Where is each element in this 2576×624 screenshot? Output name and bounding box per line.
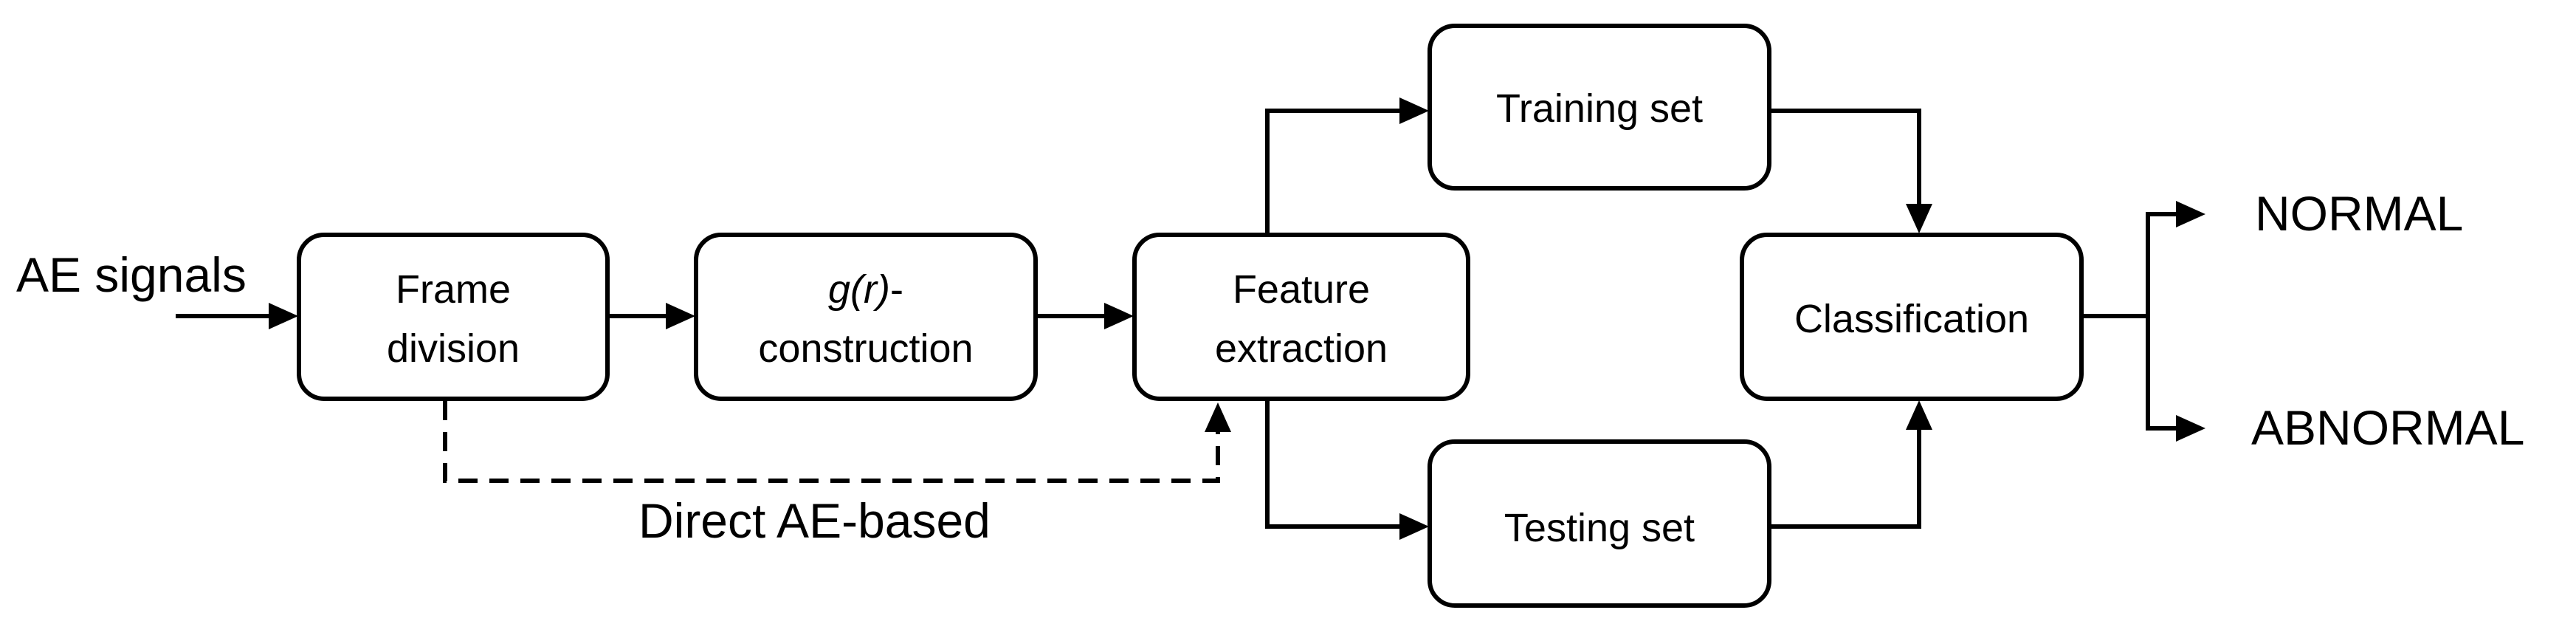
gr-construction-box: g(r)- construction — [694, 233, 1038, 401]
testing-set-box: Testing set — [1428, 439, 1771, 608]
output-fork — [2084, 201, 2205, 442]
classification-label: Classification — [1794, 297, 2029, 341]
classification-box: Classification — [1740, 233, 2084, 401]
testing-set-label: Testing set — [1504, 506, 1695, 550]
training-set-label: Training set — [1496, 86, 1703, 131]
bypass-dashed-arrow — [443, 401, 1231, 483]
arrow-feature-to-testing — [1265, 400, 1429, 540]
training-set-box: Training set — [1428, 24, 1771, 191]
input-arrow — [176, 303, 298, 329]
output-abnormal-label: ABNORMAL — [2251, 400, 2524, 455]
feature-extraction-line2: extraction — [1215, 326, 1388, 371]
arrow-gr-to-feature — [1038, 303, 1134, 329]
bypass-label: Direct AE-based — [638, 493, 991, 548]
input-label: AE signals — [16, 247, 247, 302]
feature-extraction-box: Feature extraction — [1132, 233, 1470, 401]
feature-extraction-line1: Feature — [1233, 267, 1370, 312]
frame-division-line1: Frame — [396, 267, 511, 312]
frame-division-line2: division — [387, 326, 520, 371]
arrow-training-to-classification — [1771, 109, 1932, 233]
gr-symbol: g(r) — [828, 267, 890, 312]
gr-construction-line2: construction — [758, 326, 973, 371]
arrow-testing-to-classification — [1771, 400, 1932, 529]
arrow-frame-to-gr — [610, 303, 695, 329]
gr-construction-line1-group: g(r)- — [828, 267, 903, 312]
frame-division-box: Frame division — [297, 233, 610, 401]
arrow-feature-to-training — [1265, 97, 1429, 233]
output-normal-label: NORMAL — [2255, 186, 2463, 241]
gr-hyphen: - — [890, 267, 903, 312]
